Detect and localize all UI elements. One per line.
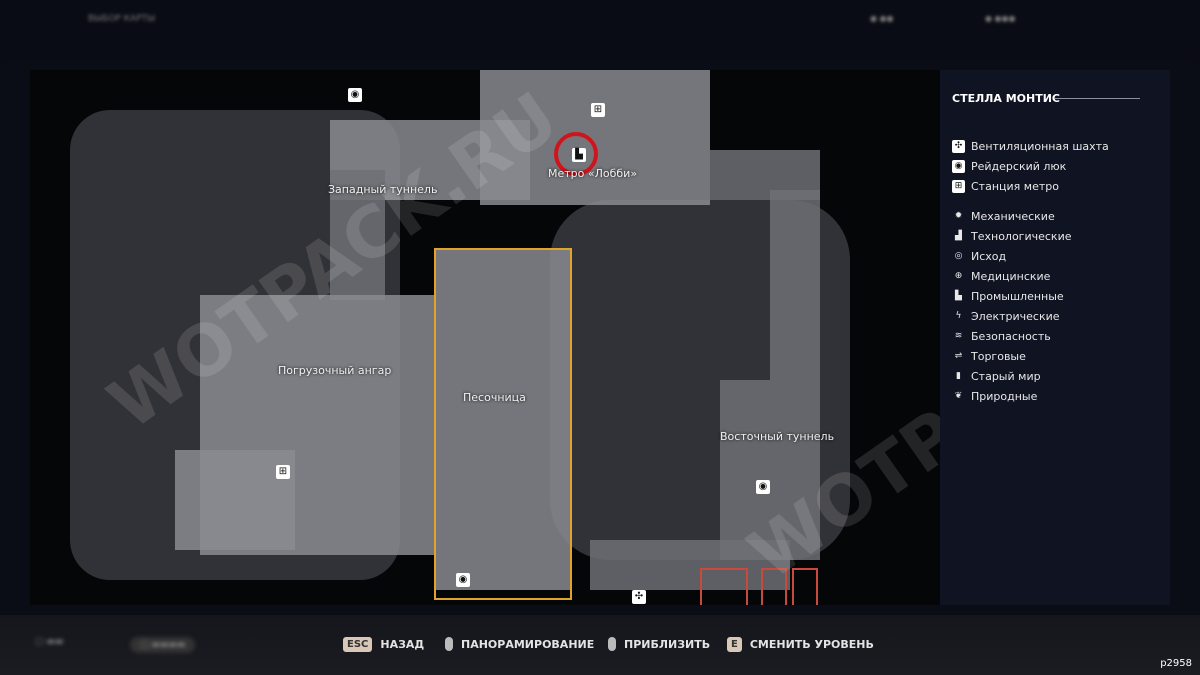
label-loading-hangar: Погрузочный ангар xyxy=(278,364,392,377)
mouse-wheel-icon xyxy=(608,637,616,651)
legend-item: ✣Вентиляционная шахта xyxy=(952,140,1109,153)
control-pan: ПАНОРАМИРОВАНИЕ xyxy=(445,637,594,651)
map-legend: СТЕЛЛА МОНТИС ✣Вентиляционная шахта ◉Рей… xyxy=(940,70,1170,605)
blurred-button[interactable]: ▢ ▬▬ xyxy=(35,637,64,647)
legend-item: ▟Технологические xyxy=(952,230,1071,243)
book-icon: ▮ xyxy=(956,371,961,381)
trade-icon: ⇌ xyxy=(954,351,963,361)
legend-item: ⊕Медицинские xyxy=(952,270,1051,283)
legend-item: ◎Исход xyxy=(952,250,1007,263)
legend-item: ⇌Торговые xyxy=(952,350,1026,363)
legend-item: ▙Промышленные xyxy=(952,290,1064,303)
metro-icon: ⊞ xyxy=(952,180,965,193)
fan-icon[interactable]: ✣ xyxy=(632,590,646,604)
legend-item: ⊞Станция метро xyxy=(952,180,1059,193)
currency-gold: ● ●●● xyxy=(985,14,1016,23)
currency: ● ●● xyxy=(870,14,894,23)
factory-icon: ▙ xyxy=(955,291,962,301)
hatch-icon[interactable]: ◉ xyxy=(456,573,470,587)
legend-item: ✹Механические xyxy=(952,210,1055,223)
gear-icon: ✹ xyxy=(954,211,963,221)
map-name: СТЕЛЛА МОНТИС xyxy=(952,92,1060,105)
lightning-icon: ϟ xyxy=(955,311,962,321)
label-east-tunnel: Восточный туннель xyxy=(720,430,835,443)
hatch-icon[interactable]: ◉ xyxy=(756,480,770,494)
legend-item: ◉Рейдерский люк xyxy=(952,160,1066,173)
label-sandbox: Песочница xyxy=(463,391,526,404)
metro-icon[interactable]: ⊞ xyxy=(276,465,290,479)
factory-icon[interactable]: ▙ xyxy=(572,148,586,162)
highlight-circle xyxy=(554,132,598,176)
blurred-toggle[interactable]: ▢ ▬▬▬▬ xyxy=(130,637,196,653)
screen-title: ВЫБОР КАРТЫ xyxy=(88,14,156,24)
shield-icon: ≋ xyxy=(954,331,963,341)
metro-icon[interactable]: ⊞ xyxy=(591,103,605,117)
hatch-icon: ◉ xyxy=(952,160,965,173)
fan-icon: ✣ xyxy=(952,140,965,153)
hatch-icon[interactable]: ◉ xyxy=(348,88,362,102)
exodus-icon: ◎ xyxy=(954,251,963,261)
label-west-tunnel: Западный туннель xyxy=(328,183,438,196)
top-bar: ВЫБОР КАРТЫ ● ●● ● ●●● xyxy=(0,0,1200,60)
label-metro-lobby: Метро «Лобби» xyxy=(548,167,638,180)
medical-icon: ⊕ xyxy=(954,271,963,281)
tech-icon: ▟ xyxy=(955,231,962,241)
legend-item: ≋Безопасность xyxy=(952,330,1051,343)
legend-item: ❦Природные xyxy=(952,390,1038,403)
control-zoom: ПРИБЛИЗИТЬ xyxy=(608,637,710,651)
image-code: p2958 xyxy=(1160,658,1192,669)
mouse-icon xyxy=(445,637,453,651)
leaf-icon: ❦ xyxy=(954,391,963,401)
legend-item: ▮Старый мир xyxy=(952,370,1041,383)
